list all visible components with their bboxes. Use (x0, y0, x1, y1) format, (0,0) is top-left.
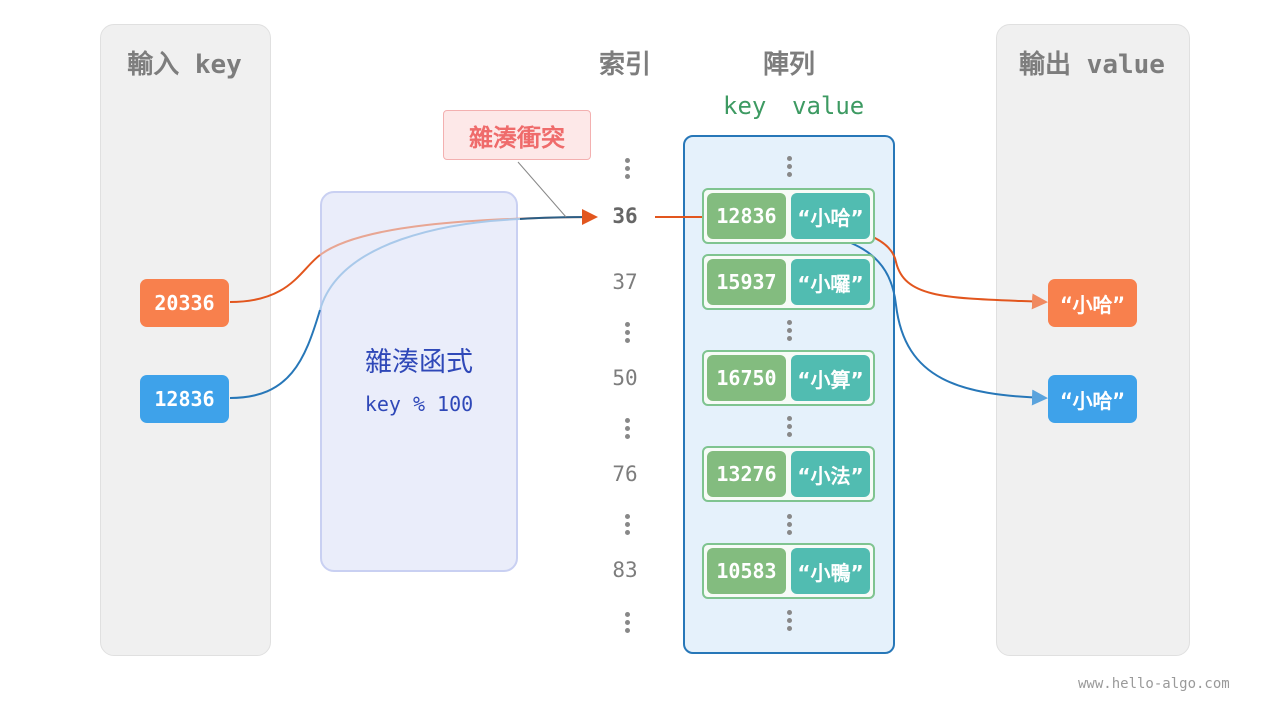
hash-function-title: 雜湊函式 (365, 347, 473, 378)
ellipsis-icon (624, 514, 630, 538)
input-panel (100, 24, 271, 656)
ellipsis-icon (624, 322, 630, 346)
curve-input1-to-hash (229, 254, 321, 303)
index-label: 83 (612, 558, 638, 582)
entry-value: “小囉” (791, 259, 870, 305)
index-title: 索引 (598, 50, 651, 80)
array-value-header: value (792, 92, 865, 120)
array-entry: 15937 “小囉” (702, 254, 875, 310)
ellipsis-icon (624, 612, 630, 636)
curve-hash-to-index (519, 209, 598, 226)
index-label: 76 (612, 462, 638, 486)
collision-label: 雜湊衝突 (443, 110, 591, 160)
entry-value: “小哈” (791, 193, 870, 239)
curve-input1-through-hash (319, 216, 597, 256)
ellipsis-icon (786, 320, 792, 344)
array-entry: 10583 “小鴨” (702, 543, 875, 599)
entry-key: 10583 (707, 548, 786, 594)
array-key-header: key (723, 92, 767, 120)
entry-key: 16750 (707, 355, 786, 401)
collision-pointer (517, 161, 567, 218)
ellipsis-icon (786, 610, 792, 634)
entry-value: “小鴨” (791, 548, 870, 594)
input-key-pill: 12836 (140, 375, 229, 423)
input-title: 輸入 key (127, 50, 242, 80)
array-entry: 12836 “小哈” (702, 188, 875, 244)
ellipsis-icon (786, 416, 792, 440)
array-entry: 16750 “小算” (702, 350, 875, 406)
ellipsis-icon (786, 156, 792, 180)
output-value-pill: “小哈” (1048, 279, 1137, 327)
ellipsis-icon (624, 158, 630, 182)
index-label: 36 (612, 204, 638, 228)
index-label: 50 (612, 366, 638, 390)
curve-input2-to-hash (229, 309, 321, 399)
index-label: 37 (612, 270, 638, 294)
hash-function-expression: key % 100 (364, 392, 474, 416)
entry-value: “小法” (791, 451, 870, 497)
ellipsis-icon (624, 418, 630, 442)
input-key-pill: 20336 (140, 279, 229, 327)
entry-key: 12836 (707, 193, 786, 239)
hash-function-box (320, 191, 518, 572)
entry-value: “小算” (791, 355, 870, 401)
output-value-pill: “小哈” (1048, 375, 1137, 423)
array-title: 陣列 (762, 50, 815, 80)
output-panel (996, 24, 1190, 656)
entry-key: 15937 (707, 259, 786, 305)
ellipsis-icon (786, 514, 792, 538)
curve-input2-through-hash (319, 218, 521, 311)
output-title: 輸出 value (1019, 50, 1165, 80)
array-entry: 13276 “小法” (702, 446, 875, 502)
watermark: www.hello-algo.com (1078, 676, 1230, 692)
entry-key: 13276 (707, 451, 786, 497)
